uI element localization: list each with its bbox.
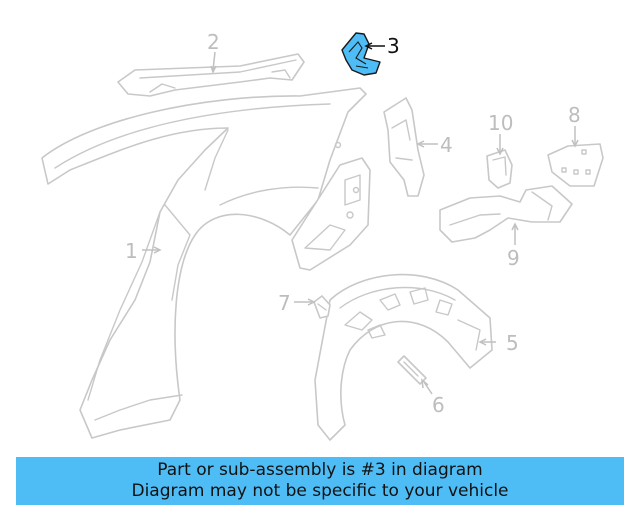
parts-diagram: 2 3 4 10 8 9 1 5 7 6 xyxy=(41,30,604,441)
callout-6: 6 xyxy=(432,393,445,417)
housing-part-9[interactable] xyxy=(439,185,573,243)
quarter-panel-part-1[interactable] xyxy=(41,87,367,439)
callout-8: 8 xyxy=(568,103,581,127)
callout-7: 7 xyxy=(278,291,291,315)
banner-line-disclaimer: Diagram may not be specific to your vehi… xyxy=(131,481,509,501)
banner-line-part-number: Part or sub-assembly is #3 in diagram xyxy=(157,460,483,480)
bracket-part-4[interactable] xyxy=(383,97,425,197)
callout-2: 2 xyxy=(207,30,220,54)
wheel-liner-part-5[interactable] xyxy=(314,273,493,441)
callout-3: 3 xyxy=(387,34,400,58)
roof-rail-part-2[interactable] xyxy=(117,53,305,97)
bracket-part-3-highlighted[interactable] xyxy=(341,32,381,76)
bolt-part-6[interactable] xyxy=(397,355,427,385)
cover-part-8[interactable] xyxy=(547,143,604,187)
info-banner: Part or sub-assembly is #3 in diagram Di… xyxy=(16,457,624,505)
inner-panel xyxy=(291,141,371,271)
leader-lines xyxy=(142,42,579,395)
callout-4: 4 xyxy=(440,133,453,157)
callout-1: 1 xyxy=(125,239,138,263)
callout-10: 10 xyxy=(488,111,513,135)
callout-5: 5 xyxy=(506,331,519,355)
clip-part-7[interactable] xyxy=(313,295,331,319)
lock-part-10[interactable] xyxy=(486,149,513,189)
callout-9: 9 xyxy=(507,246,520,270)
